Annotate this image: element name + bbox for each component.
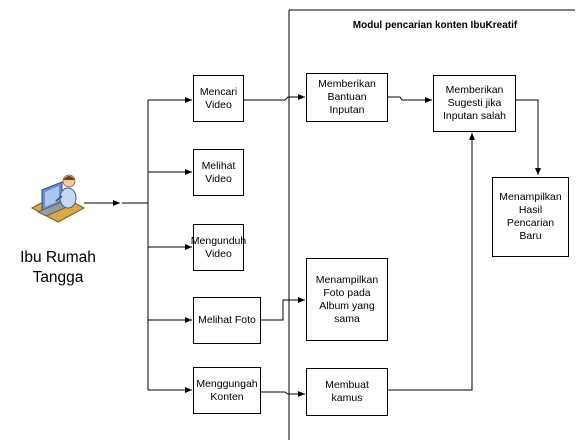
box-foto-album: Menampilkan Foto pada Album yang sama xyxy=(306,258,388,341)
box-melihat-foto: Melihat Foto xyxy=(193,297,261,344)
housewife-at-computer-icon xyxy=(28,168,86,226)
box-hasil-pencarian: Menampilkan Hasil Pencarian Baru xyxy=(492,177,569,257)
box-label: Mengunduh Video xyxy=(190,234,247,260)
arrow-foto-to-album xyxy=(243,297,305,321)
box-label: Memberikan Sugesti jika Inputan salah xyxy=(442,84,507,122)
box-melihat-video: Melihat Video xyxy=(193,149,244,196)
box-bantuan-inputan: Memberikan Bantuan Inputan xyxy=(306,73,388,122)
box-label: Memberikan Bantuan Inputan xyxy=(318,78,376,116)
box-label: Melihat Video xyxy=(201,159,236,185)
box-menggungah-konten: Menggungah Konten xyxy=(193,367,261,414)
module-title: Modul pencarian konten IbuKreatif xyxy=(352,20,518,31)
box-sugesti: Memberikan Sugesti jika Inputan salah xyxy=(433,75,516,132)
arrow-menggungah-to-kamus xyxy=(243,391,305,397)
arrow-sugesti-to-hasil xyxy=(515,99,541,175)
box-label: Mencari Video xyxy=(199,85,238,111)
box-kamus: Membuat kamus xyxy=(306,368,388,416)
box-label: Menggungah Konten xyxy=(196,377,258,403)
box-label: Membuat kamus xyxy=(325,379,369,404)
arrow-bantuan-to-sugesti xyxy=(388,96,432,103)
box-label: Melihat Foto xyxy=(198,314,256,326)
arrow-kamus-to-sugesti xyxy=(388,133,475,391)
arrow-mencari-to-bantuan xyxy=(243,94,305,101)
box-mencari-video: Mencari Video xyxy=(193,75,244,122)
box-label: Menampilkan Foto pada Album yang sama xyxy=(315,273,379,325)
box-label: Menampilkan Hasil Pencarian Baru xyxy=(499,191,562,242)
box-mengunduh-video: Mengunduh Video xyxy=(190,224,247,271)
actor-label: Ibu Rumah Tangga xyxy=(20,249,96,286)
